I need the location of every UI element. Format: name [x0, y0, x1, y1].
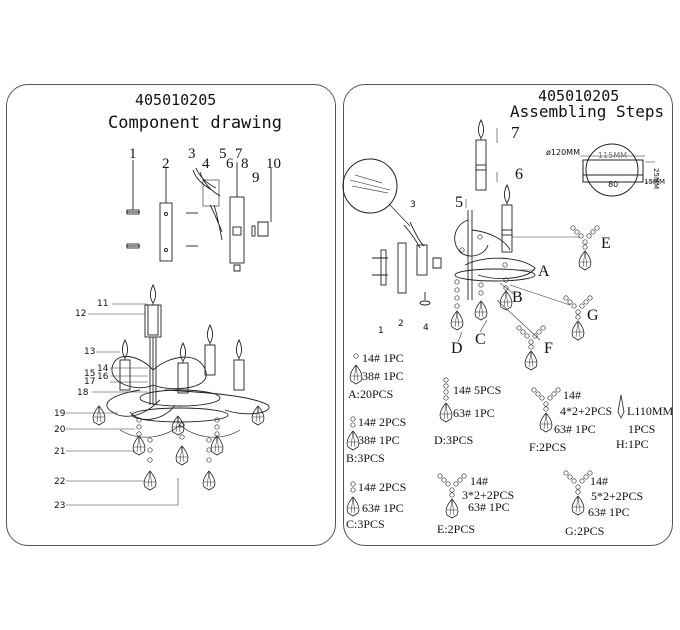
component-parts — [126, 160, 272, 272]
spec-c-name: C:3PCS — [346, 517, 385, 531]
part-num-4: 4 — [202, 156, 210, 172]
leader-lines-left — [66, 303, 179, 506]
part-num-3: 3 — [188, 146, 196, 162]
spec-g-line2: 5*2+2PCS — [591, 489, 644, 503]
letter-e: E — [601, 235, 611, 252]
part-num-5: 5 — [219, 146, 227, 162]
part-num-1: 1 — [129, 146, 137, 162]
step-2: 2 — [398, 319, 404, 329]
part-num-12: 12 — [75, 309, 87, 319]
spec-c-line1: 14# 2PCS — [358, 480, 407, 494]
leader-lines-right — [457, 128, 580, 343]
part-num-16: 16 — [97, 372, 109, 382]
spec-g-line3: 63# 1PC — [588, 505, 630, 519]
part-num-22: 22 — [54, 477, 66, 487]
spec-g-name: G:2PCS — [565, 524, 605, 538]
dim-width: 115MM — [598, 151, 628, 160]
spec-e-name: E:2PCS — [437, 522, 476, 536]
part-num-13: 13 — [84, 347, 96, 357]
part-num-14: 14 — [97, 364, 109, 374]
step-3: 3 — [410, 200, 416, 210]
part-num-2: 2 — [162, 156, 170, 172]
spec-f-name: F:2PCS — [529, 440, 567, 454]
spec-h-name: H:1PC — [616, 437, 649, 451]
step-1: 1 — [378, 326, 384, 336]
spec-f-line2: 4*2+2PCS — [560, 404, 613, 418]
spec-h-line1: L110MM — [627, 404, 674, 418]
dim-80: 80 — [608, 180, 619, 189]
step-6: 6 — [515, 166, 523, 183]
component-drawing-panel — [6, 84, 336, 546]
dim-diameter: ø120MM — [546, 148, 580, 157]
spec-a-name: A:20PCS — [348, 387, 394, 401]
canopy-diagram — [580, 143, 655, 197]
part-num-9: 9 — [252, 170, 260, 186]
part-num-23: 23 — [54, 501, 66, 511]
part-num-20: 20 — [54, 425, 66, 435]
spec-e-line2: 3*2+2PCS — [462, 488, 515, 502]
detail-callout — [342, 158, 411, 227]
spec-a-line1: 14# 1PC — [362, 351, 404, 365]
right-product-code: 405010205 — [538, 87, 620, 105]
spec-d-line2: 63# 1PC — [453, 406, 495, 420]
step-5: 5 — [455, 194, 463, 211]
spec-f-line3: 63# 1PC — [554, 422, 596, 436]
spec-b-name: B:3PCS — [346, 451, 385, 465]
spec-icons — [346, 353, 625, 518]
letter-c: C — [475, 331, 486, 348]
part-num-17: 17 — [84, 377, 96, 387]
letter-d: D — [451, 340, 463, 357]
letter-g: G — [587, 307, 599, 324]
spec-g-line1: 14# — [590, 474, 608, 488]
spec-e-line1: 14# — [470, 474, 488, 488]
part-num-19: 19 — [54, 409, 66, 419]
spec-b-line2: 38# 1PC — [358, 433, 400, 447]
letter-a: A — [538, 263, 550, 280]
part-num-8: 8 — [241, 156, 249, 172]
part-num-15: 15 — [84, 369, 96, 379]
part-num-7: 7 — [235, 146, 243, 162]
step-7: 7 — [511, 123, 520, 142]
chandelier-assembly — [92, 284, 270, 491]
part-num-18: 18 — [77, 388, 89, 398]
part-num-21: 21 — [54, 447, 66, 457]
left-product-code: 405010205 — [135, 91, 217, 109]
mounting-hardware — [372, 221, 442, 306]
letter-f: F — [544, 340, 553, 357]
part-num-10: 10 — [266, 156, 281, 172]
spec-f-line1: 14# — [563, 388, 581, 402]
assembling-steps-panel — [343, 84, 673, 546]
spec-b-line1: 14# 2PCS — [358, 415, 407, 429]
spec-h-line2: 1PCS — [628, 422, 656, 436]
step-4: 4 — [423, 323, 429, 333]
spec-d-name: D:3PCS — [434, 433, 474, 447]
spec-e-line3: 63# 1PC — [468, 500, 510, 514]
part-num-11: 11 — [97, 299, 109, 309]
spec-c-line2: 63# 1PC — [362, 501, 404, 515]
part-num-6: 6 — [226, 156, 234, 172]
letter-b: B — [512, 289, 523, 306]
spec-a-line2: 38# 1PC — [362, 369, 404, 383]
left-title: Component drawing — [108, 113, 282, 133]
dim-25: 25MM — [652, 168, 660, 189]
assembly-chandelier — [450, 119, 536, 331]
spec-d-line1: 14# 5PCS — [453, 383, 502, 397]
chain-pieces — [517, 226, 599, 370]
right-title: Assembling Steps — [510, 102, 665, 121]
